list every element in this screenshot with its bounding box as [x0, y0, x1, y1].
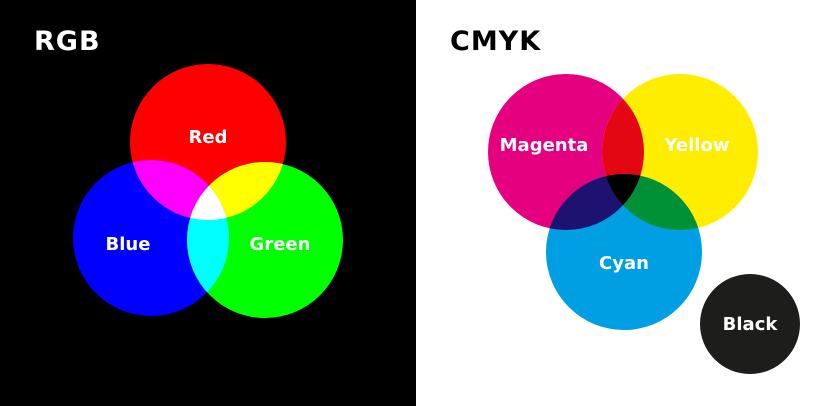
blue-label: Blue [106, 234, 151, 255]
black-circle [700, 274, 800, 374]
rgb-venn-diagram: Red Blue Green [73, 64, 343, 318]
red-label: Red [189, 127, 228, 148]
red-green-overlap [187, 162, 286, 220]
red-blue-overlap [130, 160, 229, 220]
magenta-label: Magenta [500, 135, 589, 156]
yellow-label: Yellow [664, 135, 730, 156]
cmyk-title: CMYK [450, 26, 542, 57]
rgb-title: RGB [34, 26, 101, 57]
magenta-cyan-overlap [546, 174, 644, 230]
cmyk-panel: CMYK Magenta Yel [416, 0, 832, 406]
cyan-label: Cyan [599, 253, 649, 274]
black-label: Black [723, 314, 779, 335]
cmyk-venn-diagram: Magenta Yellow Cyan Black [488, 74, 800, 374]
yellow-cyan-overlap [602, 174, 702, 230]
rgb-panel: RGB Red Blue Gree [0, 0, 416, 406]
green-label: Green [250, 234, 311, 255]
